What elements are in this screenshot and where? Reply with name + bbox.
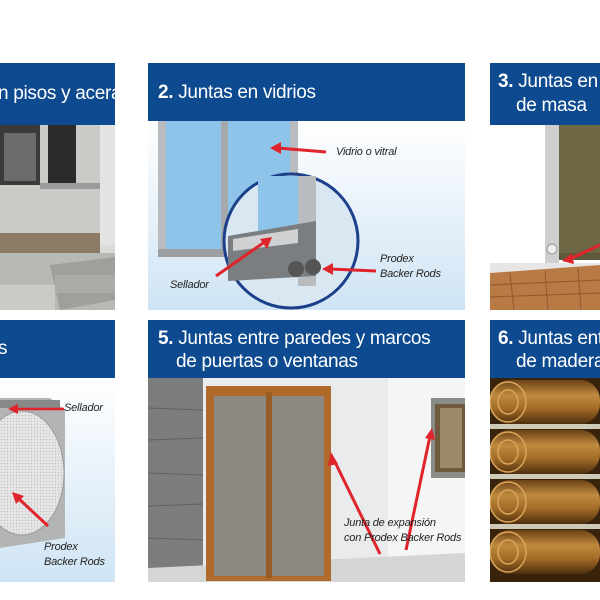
panel-6-title-2: de madera (516, 351, 600, 372)
panel-6-header: 6. Juntas entre de madera (490, 320, 600, 378)
panel-3-number: 3. (498, 71, 514, 92)
panel-4-joints: s Sellador Prodex (0, 320, 115, 582)
panel-2-glass-joints: 2. Juntas en vidrios (148, 63, 465, 310)
panel-6-illustration (490, 378, 600, 582)
panel-5-title-2: de puertas o ventanas (176, 351, 358, 372)
panel-6-title-1: 6. Juntas entre (498, 328, 600, 350)
panel-5-walls-frames: 5. Juntas entre paredes y marcos de puer… (148, 320, 465, 582)
panel-6-title-text: Juntas entre (518, 328, 600, 349)
panel-3-header: 3. Juntas en a de masa (490, 63, 600, 125)
panel-2-header: 2. Juntas en vidrios (148, 63, 465, 121)
panel-2-label-glass: Vidrio o vitral (336, 146, 397, 158)
panel-4-label-rods-1: Prodex (44, 541, 78, 553)
panel-1-title: n pisos y aceras (0, 83, 115, 104)
panel-4-header: s (0, 320, 115, 378)
panel-5-illustration (148, 378, 465, 582)
panel-6-wood-joints: 6. Juntas entre de madera (490, 320, 600, 582)
panel-5-number: 5. (158, 328, 174, 349)
panel-1-floors-sidewalks: n pisos y aceras (0, 63, 115, 310)
panel-2-number: 2. (158, 82, 174, 103)
panel-3-title-text: Juntas en a (518, 71, 600, 92)
panel-4-title: s (0, 338, 8, 359)
panel-1-header: n pisos y aceras (0, 63, 115, 125)
panel-4-illustration (0, 378, 115, 582)
panel-3-title-1: 3. Juntas en a (498, 71, 600, 93)
panel-5-title-text: Juntas entre paredes y marcos (178, 328, 431, 349)
panel-2-title-text: Juntas en vidrios (178, 82, 316, 103)
panel-2-arrows (215, 142, 377, 278)
panel-2-title: 2. Juntas en vidrios (158, 82, 316, 104)
panel-5-title-1: 5. Juntas entre paredes y marcos (158, 328, 431, 350)
panel-5-label-joint-2: con Prodex Backer Rods (344, 532, 462, 544)
panel-4-label-rods-2: Backer Rods (44, 556, 105, 568)
panel-6-number: 6. (498, 328, 514, 349)
panel-2-label-rods-1: Prodex (380, 253, 414, 265)
panel-3-masonry-joints: 3. Juntas en a de masa (490, 63, 600, 310)
panel-3-title-2: de masa (516, 95, 587, 116)
panel-5-header: 5. Juntas entre paredes y marcos de puer… (148, 320, 465, 378)
panel-2-label-sealant: Sellador (170, 279, 209, 291)
panel-4-label-sealant: Sellador (64, 402, 103, 414)
panel-3-illustration (490, 125, 600, 310)
panel-2-label-rods-2: Backer Rods (380, 268, 441, 280)
panel-5-label-joint-1: Junta de expansión (344, 517, 436, 529)
panel-2-illustration (148, 121, 465, 310)
panel-1-illustration (0, 125, 115, 310)
